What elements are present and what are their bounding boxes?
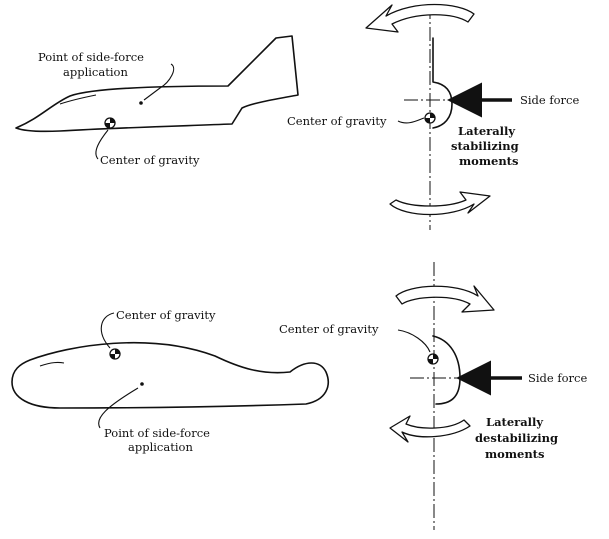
canopy-line bbox=[59, 94, 97, 105]
point-label-line1: Point of side-force bbox=[38, 50, 144, 64]
leader-cg-top-diagram bbox=[397, 117, 425, 124]
point-label-body-line1: Point of side-force bbox=[104, 426, 210, 440]
nose-line bbox=[39, 361, 65, 367]
cg-label-body: Center of gravity bbox=[116, 308, 216, 322]
cg-label-bottom-diagram: Center of gravity bbox=[279, 322, 379, 336]
moments-label-top-2: stabilizing bbox=[451, 139, 519, 153]
cg-label-top-diagram: Center of gravity bbox=[287, 114, 387, 128]
cg-symbol-body bbox=[109, 348, 121, 360]
leader-point-aircraft bbox=[143, 63, 175, 101]
moment-arrow-bottom-lower bbox=[389, 415, 471, 443]
moments-label-bottom-2: destabilizing bbox=[475, 431, 558, 445]
moment-arrow-bottom-upper bbox=[395, 285, 495, 313]
leader-point-body bbox=[98, 387, 139, 429]
moments-label-top-3: moments bbox=[459, 154, 518, 168]
moments-label-bottom-1: Laterally bbox=[486, 415, 543, 429]
cg-label-aircraft: Center of gravity bbox=[100, 153, 200, 167]
side-force-label-bottom: Side force bbox=[528, 371, 587, 385]
leader-cg-body bbox=[100, 312, 115, 349]
leader-cg-aircraft bbox=[95, 129, 109, 160]
moments-label-top-1: Laterally bbox=[458, 124, 515, 138]
cg-symbol-top-diagram bbox=[424, 112, 436, 124]
point-label-line2: application bbox=[63, 65, 128, 79]
side-force-point-aircraft bbox=[139, 101, 143, 105]
aircraft-outline bbox=[15, 35, 299, 133]
fin-outline-bottom bbox=[432, 335, 461, 405]
bottom-panel: Center of gravity Point of side-force ap… bbox=[11, 262, 587, 530]
side-force-label-top: Side force bbox=[520, 93, 579, 107]
point-label-body-line2: application bbox=[128, 440, 193, 454]
moment-arrow-top-lower bbox=[389, 191, 491, 216]
fin-outline-top bbox=[432, 37, 453, 129]
cg-symbol-aircraft bbox=[104, 117, 116, 129]
cg-symbol-bottom-diagram bbox=[427, 353, 439, 365]
top-panel: Point of side-force application Center o… bbox=[15, 3, 579, 230]
body-outline bbox=[11, 341, 330, 409]
leader-cg-bottom-diagram bbox=[397, 329, 431, 353]
moments-label-bottom-3: moments bbox=[485, 447, 544, 461]
side-force-point-body bbox=[140, 382, 144, 386]
moment-arrow-top-upper bbox=[365, 3, 475, 33]
